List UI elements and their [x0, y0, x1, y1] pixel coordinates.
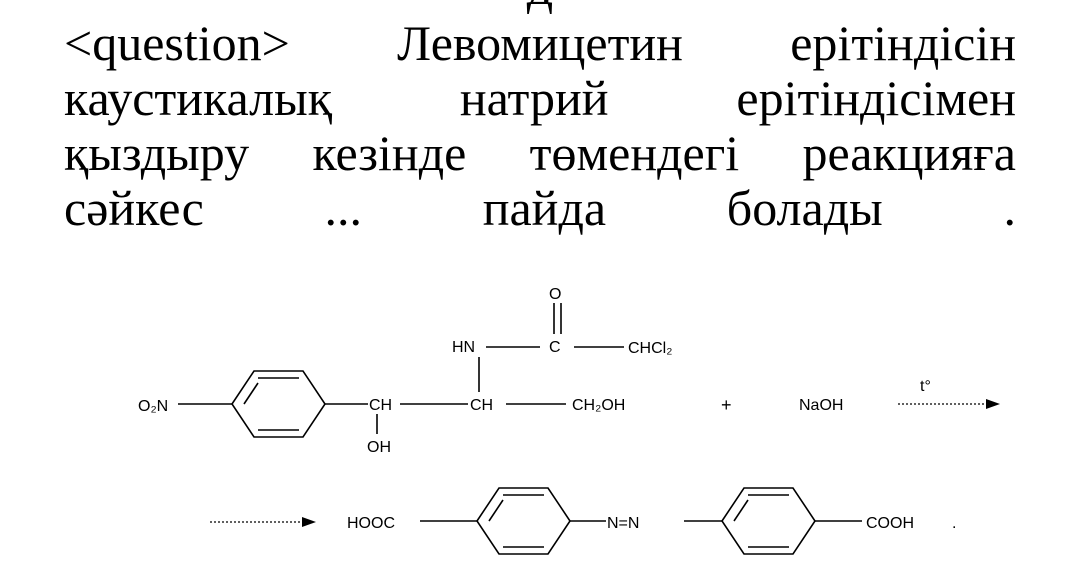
amide-nh-label: HN: [452, 339, 475, 356]
header-fragment: д: [527, 0, 553, 16]
question-word: <question>: [64, 15, 290, 71]
question-line-2: каустикалық натрий ерітіндісімен: [64, 71, 1016, 126]
question-text: <question> Левомицетин ерітіндісін кауст…: [64, 16, 1016, 236]
nitro-group-label: O₂N: [138, 398, 168, 415]
question-word: қыздыру: [64, 125, 250, 181]
question-line-1: <question> Левомицетин ерітіндісін: [64, 16, 1016, 71]
carboxyl-group-right-label: COOH: [866, 515, 914, 532]
ch-amino-carbon-label: CH: [470, 397, 493, 414]
azo-group-label: N=N: [607, 515, 639, 532]
question-word: ерітіндісін: [790, 15, 1016, 71]
cut-off-header-text: д: [0, 0, 1080, 14]
ch-hydroxy-carbon-label: CH: [369, 397, 392, 414]
reaction-scheme: O₂N CH OH CH HN C O CHCl₂ CH₂OH + NaOH t…: [138, 286, 1000, 555]
question-word: төмендегі: [529, 125, 740, 181]
plus-sign: +: [721, 395, 732, 415]
carbonyl-oxygen-label: O: [549, 286, 561, 303]
carbonyl-carbon-label: C: [549, 339, 561, 356]
question-line-3: қыздыру кезінде төмендегі реакцияға: [64, 126, 1016, 181]
product-end-mark: .: [952, 515, 956, 532]
question-word: сәйкес: [64, 180, 204, 236]
benzene-ring-product-left: [476, 487, 571, 555]
benzene-ring-reactant: [231, 370, 326, 438]
hydroxyl-label: OH: [367, 439, 391, 456]
question-word: натрий: [459, 70, 609, 126]
question-word: кезінде: [312, 125, 467, 181]
reaction-arrow: [898, 399, 1000, 409]
hydroxymethyl-label: CH₂OH: [572, 397, 625, 414]
carboxyl-group-left-label: HOOC: [347, 515, 395, 532]
benzene-ring-product-right: [721, 487, 816, 555]
dichloromethyl-label: CHCl₂: [628, 340, 672, 357]
question-word: .: [1003, 180, 1016, 236]
condition-label: t°: [920, 378, 931, 395]
reagent-label: NaOH: [799, 397, 843, 414]
question-word: ...: [324, 180, 363, 236]
question-word: ерітіндісімен: [736, 70, 1016, 126]
question-word: каустикалық: [64, 70, 332, 126]
question-word: Левомицетин: [397, 15, 683, 71]
question-word: пайда: [482, 180, 607, 236]
continuation-arrow: [210, 517, 316, 527]
question-word: реакцияға: [802, 125, 1016, 181]
question-line-4: сәйкес ... пайда болады .: [64, 181, 1016, 236]
question-word: болады: [726, 180, 883, 236]
